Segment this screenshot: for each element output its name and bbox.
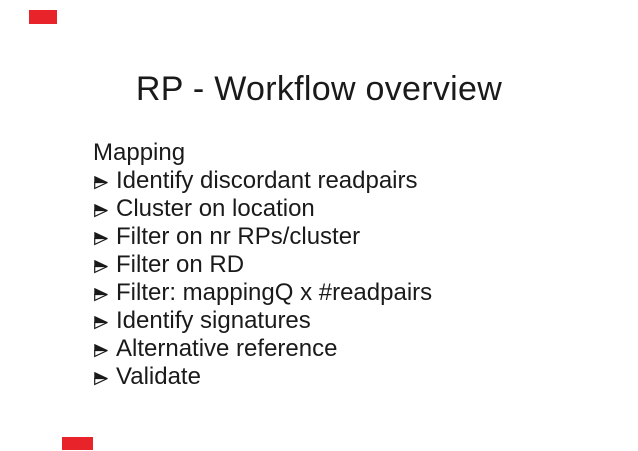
arrowhead-bullet-icon (93, 370, 110, 387)
arrowhead-bullet-icon (93, 202, 110, 219)
bullet-item: Identify discordant readpairs (93, 167, 593, 195)
section-label: Mapping (93, 139, 593, 167)
bullet-item: Validate (93, 363, 593, 391)
bullet-item-label: Filter on RD (116, 251, 245, 278)
slide-title: RP - Workflow overview (135, 70, 503, 108)
bullet-item: Filter on RD (93, 251, 593, 279)
arrowhead-bullet-icon (93, 286, 110, 303)
bullet-item: Identify signatures (93, 307, 593, 335)
arrowhead-bullet-icon (93, 342, 110, 359)
bullet-item-label: Cluster on location (116, 195, 315, 222)
bullet-item: Filter: mappingQ x #readpairs (93, 279, 593, 307)
bullet-item: Filter on nr RPs/cluster (93, 223, 593, 251)
section-label-text: Mapping (93, 139, 186, 166)
bullet-item-label: Filter: mappingQ x #readpairs (116, 279, 433, 306)
bullet-item-label: Identify discordant readpairs (116, 167, 418, 194)
arrowhead-bullet-icon (93, 258, 110, 275)
bullet-item: Alternative reference (93, 335, 593, 363)
red-annotation-mark-top (29, 10, 57, 24)
bullet-item-label: Alternative reference (116, 335, 338, 362)
arrowhead-bullet-icon (93, 314, 110, 331)
slide-body: Mapping Identify discordant readpairs Cl… (93, 139, 593, 391)
arrowhead-bullet-icon (93, 230, 110, 247)
bullet-item-label: Validate (116, 363, 201, 390)
red-annotation-mark-bottom (62, 437, 93, 450)
bullet-item: Cluster on location (93, 195, 593, 223)
bullet-item-label: Identify signatures (116, 307, 311, 334)
arrowhead-bullet-icon (93, 174, 110, 191)
bullet-item-label: Filter on nr RPs/cluster (116, 223, 361, 250)
